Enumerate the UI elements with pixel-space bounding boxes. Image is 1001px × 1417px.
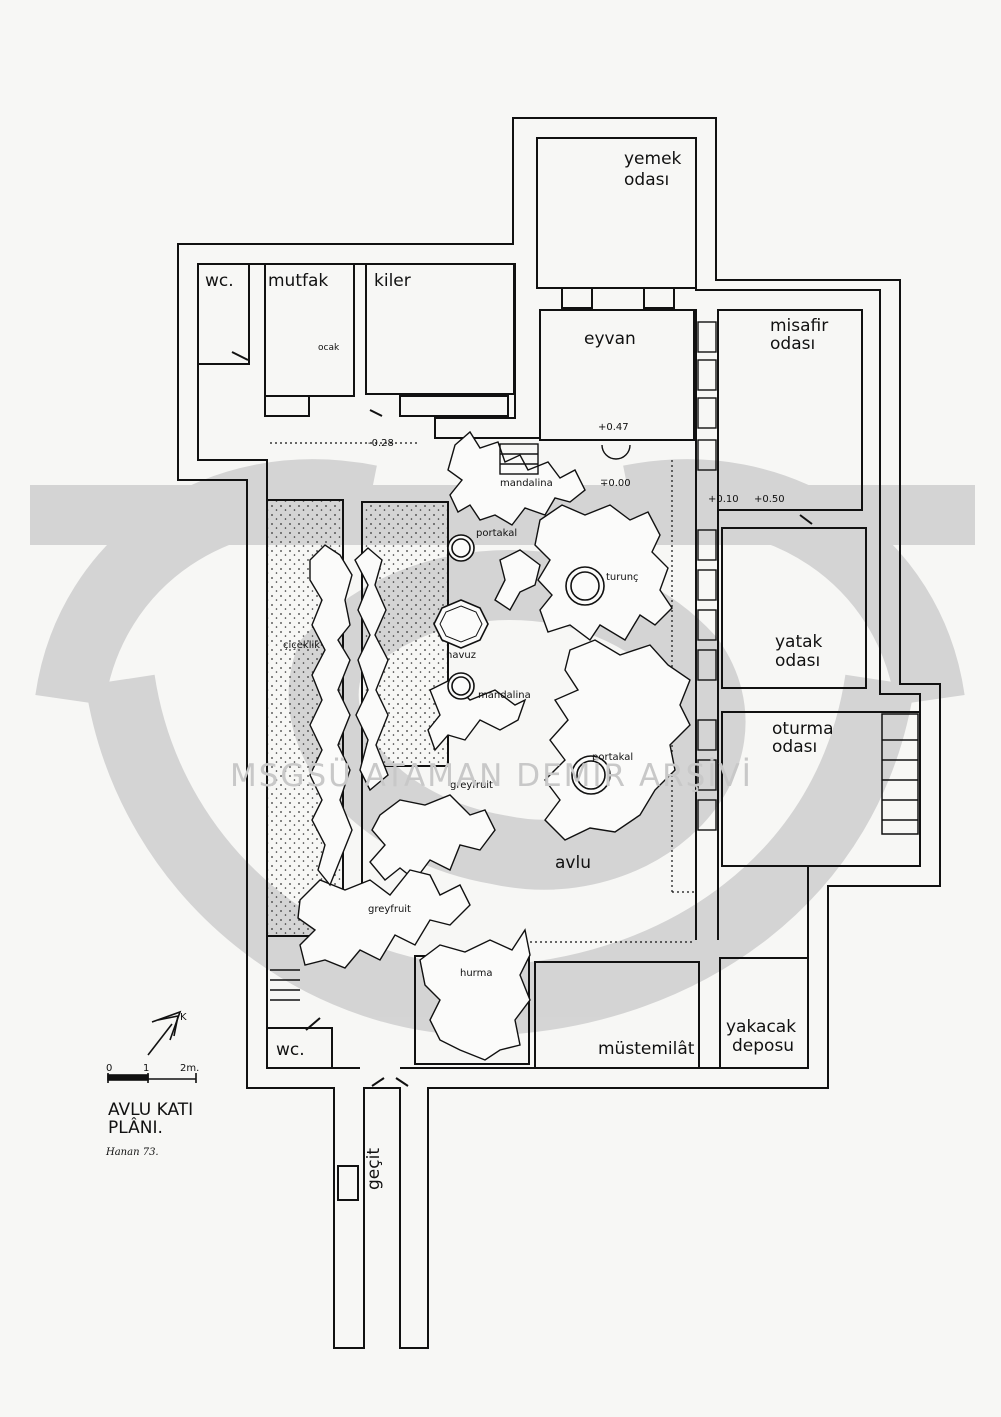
north-label: K (180, 1012, 187, 1023)
misafir-label-1: misafir (770, 316, 829, 336)
signature: Hanan 73. (106, 1147, 159, 1158)
scale-bar (107, 1073, 197, 1083)
oturma-label-2: odası (772, 737, 818, 757)
plan-title-2: PLÂNI. (108, 1118, 163, 1138)
mandalina-mid-label: mandalina (478, 690, 531, 701)
hurma-label: hurma (460, 968, 493, 979)
plan-title-1: AVLU KATI (108, 1100, 194, 1120)
yakacak-label-1: yakacak (726, 1017, 797, 1037)
portakal-top-label: portakal (476, 528, 518, 539)
level-mark: ∓0.00 (600, 478, 631, 489)
scale-label-1: 1 (143, 1063, 150, 1074)
cicek-label: çiçeklik (283, 640, 321, 651)
oturma-label-1: oturma (772, 719, 834, 739)
tree-pots (447, 534, 611, 795)
scale-label-0: 0 (106, 1063, 113, 1074)
avlu-label: avlu (555, 853, 591, 873)
watermark-text: MSGSÜ ATAMAN DEMİR ARŞİVİ (230, 758, 753, 794)
yakacak-label-2: deposu (732, 1036, 795, 1056)
level-mark: +0.10 (708, 494, 739, 505)
eyvan-steps (499, 443, 631, 475)
level-mark: +0.50 (754, 494, 785, 505)
turunc-label: turunç (606, 572, 639, 583)
greyfruit-bottom-label: greyfruit (368, 904, 411, 915)
kiler-label: kiler (374, 271, 411, 291)
yatak-label-1: yatak (775, 632, 823, 652)
mandalina-top-label: mandalina (500, 478, 553, 489)
level-mark: -0.28 (368, 438, 394, 449)
yemek-label-2: odası (624, 170, 670, 190)
yemek-label-1: yemek (624, 149, 682, 169)
wc-top-label: wc. (205, 271, 234, 291)
mustemilat-label: müstemilât (598, 1039, 695, 1059)
greyfruit-top-label: greyfruit (450, 780, 493, 791)
gecit-label: geçit (364, 1148, 384, 1190)
level-mark: +0.47 (598, 422, 629, 433)
pool (433, 599, 489, 649)
tree-canopies (297, 430, 691, 1061)
eyvan-label: eyvan (584, 329, 636, 349)
ocak-label: ocak (318, 343, 340, 353)
misafir-label-2: odası (770, 334, 816, 354)
havuz-label: havuz (446, 650, 476, 661)
yatak-label-2: odası (775, 651, 821, 671)
scale-label-2: 2m. (180, 1063, 200, 1074)
east-wall-windows (697, 321, 717, 831)
mutfak-label: mutfak (268, 271, 329, 291)
north-arrow-icon (147, 1010, 182, 1056)
wc-bottom-label: wc. (276, 1040, 305, 1060)
portakal-mid-label: portakal (592, 752, 634, 763)
